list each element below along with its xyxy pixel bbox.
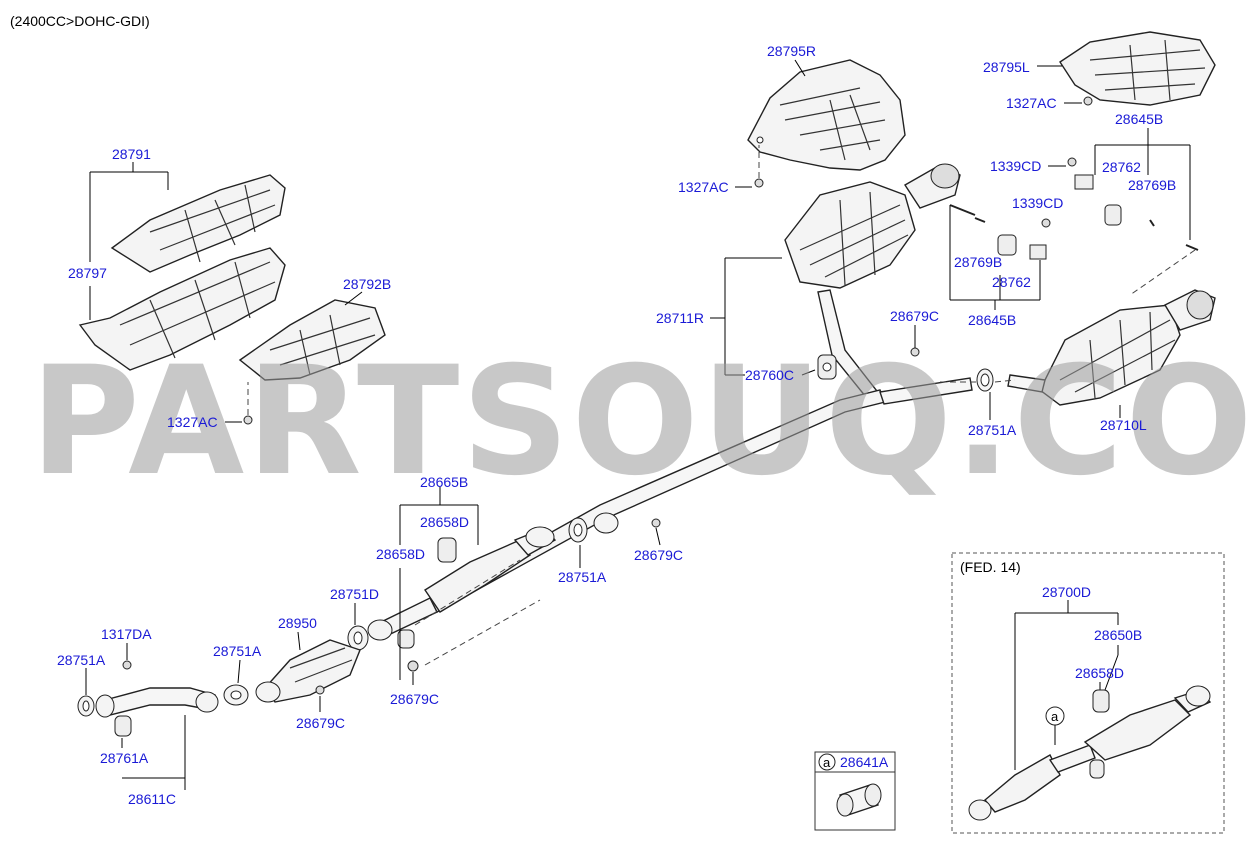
fed14-panel: (FED. 14) a (951, 552, 1225, 834)
rear-muffler-28710l[interactable] (1007, 289, 1216, 406)
engine-spec-header: (2400CC>DOHC-GDI) (10, 13, 150, 29)
label-28769b-top[interactable]: 28769B (1128, 177, 1176, 193)
label-28658d-left[interactable]: 28658D (376, 546, 425, 562)
label-28645b-mid[interactable]: 28645B (968, 312, 1016, 328)
clamp-28641a-panel: a (814, 751, 896, 831)
label-28665b[interactable]: 28665B (420, 474, 468, 490)
fed-exhaust-assembly-28700d[interactable] (968, 685, 1212, 821)
label-28679c-right[interactable]: 28679C (890, 308, 939, 324)
label-28611c[interactable]: 28611C (128, 791, 176, 807)
nut-1327ac-right[interactable] (1083, 96, 1093, 106)
hanger-28658d-b[interactable] (397, 629, 415, 649)
center-muffler-28665b[interactable] (374, 526, 557, 639)
label-28950[interactable]: 28950 (278, 615, 317, 631)
label-28751a-center[interactable]: 28751A (558, 569, 607, 585)
label-28761a[interactable]: 28761A (100, 750, 149, 766)
label-28751a-right[interactable]: 28751A (968, 422, 1017, 438)
label-28769b-mid[interactable]: 28769B (954, 254, 1002, 270)
hanger-28658d-a[interactable] (437, 537, 457, 563)
hanger-28761a[interactable] (114, 715, 132, 737)
nut-28679c-cat[interactable] (315, 685, 325, 695)
label-28679c-cat[interactable]: 28679C (296, 715, 345, 731)
heat-shield-28797[interactable] (78, 247, 286, 371)
rubber-hanger-28760c[interactable] (817, 354, 837, 380)
part-labels: 28795R 28795L 1327AC 28645B 1339CD 28762… (57, 43, 1176, 807)
label-28760c[interactable]: 28760C (745, 367, 794, 383)
callout-a-marker[interactable]: a (1045, 706, 1065, 745)
gasket-28751a-center[interactable] (568, 517, 588, 543)
clamp-28641a[interactable] (836, 783, 882, 817)
label-28791[interactable]: 28791 (112, 146, 151, 162)
label-28795l[interactable]: 28795L (983, 59, 1030, 75)
gasket-28751a-front[interactable] (77, 695, 95, 717)
label-28751a-front[interactable]: 28751A (57, 652, 106, 668)
label-1327ac-right[interactable]: 1327AC (1006, 95, 1057, 111)
label-28797[interactable]: 28797 (68, 265, 107, 281)
gasket-28751d[interactable] (347, 619, 393, 651)
clamp-callout-letter: a (823, 755, 831, 770)
svg-text:a: a (1051, 709, 1059, 724)
label-28650b[interactable]: 28650B (1094, 627, 1142, 643)
heat-shield-28795l[interactable] (1059, 31, 1216, 106)
flange-center[interactable] (593, 512, 619, 534)
watermark: PARTSOUQ.COM (30, 335, 1246, 509)
label-28700d[interactable]: 28700D (1042, 584, 1091, 600)
fed14-title: (FED. 14) (960, 559, 1021, 575)
leader-lines (85, 59, 1196, 790)
nut-28679c-center[interactable] (651, 518, 661, 528)
label-28711r[interactable]: 28711R (656, 310, 704, 326)
label-28710l[interactable]: 28710L (1100, 417, 1147, 433)
label-28645b-top[interactable]: 28645B (1115, 111, 1163, 127)
heat-shield-28791[interactable] (110, 174, 286, 273)
label-28751a-cat[interactable]: 28751A (213, 643, 262, 659)
label-28679c-lower[interactable]: 28679C (390, 691, 439, 707)
catalytic-converter-28950[interactable] (255, 639, 361, 703)
bolt-1317da[interactable] (122, 660, 132, 670)
hanger-bracket-28645b[interactable] (949, 157, 1199, 260)
label-28792b[interactable]: 28792B (343, 276, 391, 292)
gasket-28751a-right[interactable] (976, 368, 994, 392)
heat-shield-28792b[interactable] (238, 299, 386, 381)
label-28762-mid[interactable]: 28762 (992, 274, 1031, 290)
label-28751d[interactable]: 28751D (330, 586, 379, 602)
label-28762-top[interactable]: 28762 (1102, 159, 1141, 175)
label-1339cd-top[interactable]: 1339CD (990, 158, 1041, 174)
label-28795r[interactable]: 28795R (767, 43, 816, 59)
gasket-28751a-cat[interactable] (223, 684, 249, 706)
nut-1327ac-left[interactable] (243, 382, 253, 425)
nut-28679c-lower[interactable] (407, 660, 419, 672)
nut-1327ac-top[interactable] (754, 145, 764, 188)
fed-hanger-28658d[interactable] (1089, 689, 1110, 779)
front-pipe-28611c[interactable] (95, 687, 219, 718)
rear-muffler-28711r[interactable] (784, 163, 961, 403)
label-1327ac-top[interactable]: 1327AC (678, 179, 729, 195)
heat-shield-28795r[interactable] (747, 59, 906, 171)
label-1317da[interactable]: 1317DA (101, 626, 152, 642)
label-1327ac-left[interactable]: 1327AC (167, 414, 218, 430)
label-28679c-center[interactable]: 28679C (634, 547, 683, 563)
label-28641a[interactable]: 28641A (840, 754, 889, 770)
label-1339cd-mid[interactable]: 1339CD (1012, 195, 1063, 211)
label-28658d-fed[interactable]: 28658D (1075, 665, 1124, 681)
label-28658d-top[interactable]: 28658D (420, 514, 469, 530)
